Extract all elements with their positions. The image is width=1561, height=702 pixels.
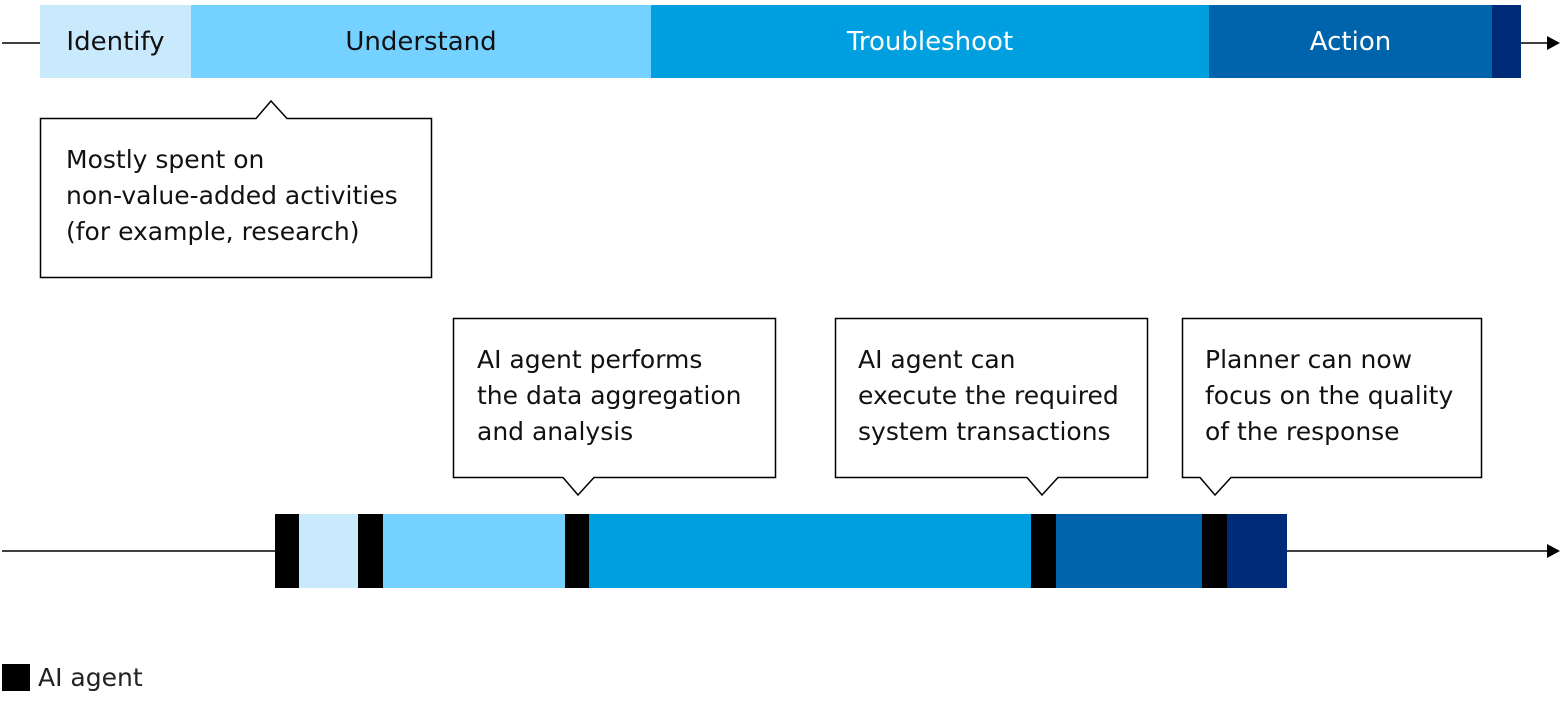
callout-border — [1181, 317, 1483, 497]
ai-agent-segment — [358, 514, 383, 588]
ai-agent-segment — [565, 514, 589, 588]
legend: AI agent — [2, 663, 143, 692]
stage-final — [1492, 5, 1521, 78]
legend-label: AI agent — [38, 663, 143, 692]
callout-border — [452, 317, 777, 497]
callout-line: of the response — [1205, 417, 1400, 446]
stage-understand: Understand — [191, 5, 651, 78]
legend-swatch — [2, 664, 30, 691]
action-segment — [1056, 514, 1202, 588]
callout-planner-focus: Planner can now focus on the quality of … — [1205, 342, 1453, 450]
callout-line: AI agent can — [858, 345, 1016, 374]
identify-segment — [299, 514, 358, 588]
callout-line: non-value-added activities — [66, 181, 398, 210]
callout-line: Planner can now — [1205, 345, 1413, 374]
ai-agent-segment — [1031, 514, 1056, 588]
stage-identify: Identify — [40, 5, 191, 78]
stage-label: Troubleshoot — [846, 26, 1014, 57]
stage-label: Understand — [345, 26, 497, 57]
arrow-head-icon — [1547, 544, 1560, 558]
arrow-head-icon — [1547, 36, 1560, 50]
understand-segment — [383, 514, 565, 588]
ai-agent-segment — [1202, 514, 1227, 588]
stage-label: Action — [1309, 26, 1392, 57]
troubleshoot-segment — [589, 514, 1031, 588]
final-segment — [1227, 514, 1287, 588]
callout-line: AI agent performs — [477, 345, 703, 374]
callout-line: (for example, research) — [66, 217, 360, 246]
callout-non-value-added: Mostly spent on non-value-added activiti… — [66, 142, 398, 250]
callout-line: execute the required — [858, 381, 1119, 410]
callout-border — [39, 99, 433, 279]
callout-border — [834, 317, 1149, 497]
callout-line: focus on the quality — [1205, 381, 1454, 410]
stage-action: Action — [1209, 5, 1492, 78]
stage-label: Identify — [66, 26, 165, 57]
ai-agent-segment — [275, 514, 299, 588]
callout-system-transactions: AI agent can execute the required system… — [858, 342, 1119, 450]
callout-line: the data aggregation — [477, 381, 742, 410]
stage-troubleshoot: Troubleshoot — [651, 5, 1209, 78]
callout-line: system transactions — [858, 417, 1111, 446]
callout-data-aggregation: AI agent performs the data aggregation a… — [477, 342, 741, 450]
callout-line: and analysis — [477, 417, 634, 446]
callout-line: Mostly spent on — [66, 145, 265, 174]
